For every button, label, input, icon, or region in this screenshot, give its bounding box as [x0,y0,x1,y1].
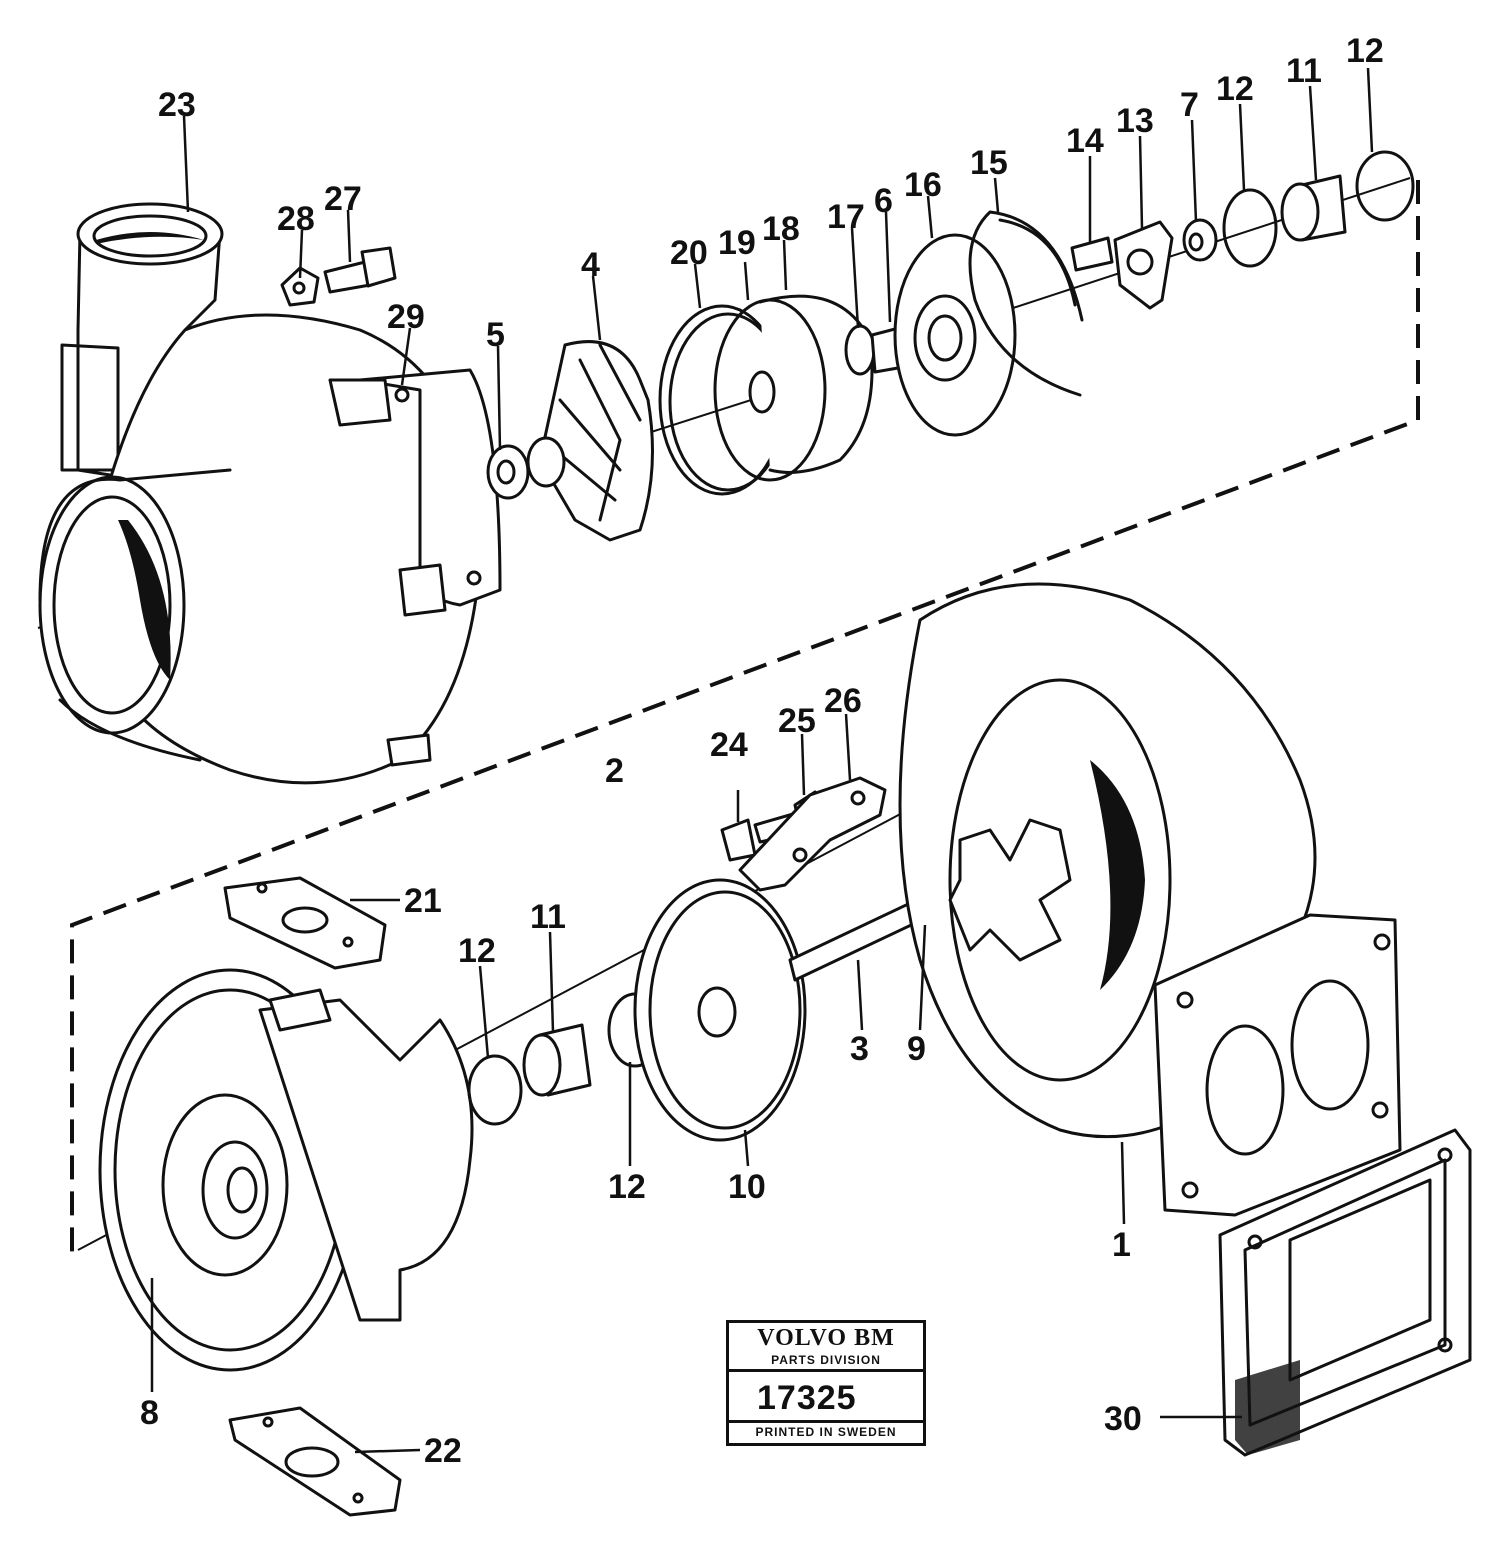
screw-14 [1070,236,1114,272]
stamp-brand: VOLVO BM [757,1325,895,1351]
label-9: 9 [907,1030,926,1068]
label-12d: 12 [608,1168,646,1206]
label-17: 17 [827,198,865,236]
gasket-22 [228,1406,402,1517]
label-25: 25 [778,702,816,740]
label-5: 5 [486,316,505,354]
label-6: 6 [874,182,893,220]
exhaust-gasket-30 [1218,1128,1472,1457]
label-13: 13 [1116,102,1154,140]
label-20: 20 [670,234,708,272]
label-12b: 12 [1346,32,1384,70]
label-27: 27 [324,180,362,218]
label-11b: 11 [530,898,566,936]
label-19: 19 [718,224,756,262]
part-number-labels: 23 28 27 29 5 4 20 19 18 17 6 16 15 14 1… [140,32,1384,1470]
nut-5 [486,444,530,500]
thrust-collar-18-19 [713,294,874,482]
retaining-ring-12b [1355,150,1415,222]
insert-plate-16 [893,233,1017,437]
clamp-plate-26 [738,776,887,892]
label-12c: 12 [458,932,496,970]
label-15: 15 [970,144,1008,182]
label-23: 23 [158,86,196,124]
washer-28 [280,266,320,307]
label-18: 18 [762,210,800,248]
parts-division-stamp: VOLVO BM PARTS DIVISION 17325 PRINTED IN… [726,1320,926,1446]
stamp-number: 17325 [757,1379,857,1417]
bolt-27 [323,246,397,294]
label-21: 21 [404,882,442,920]
stamp-division: PARTS DIVISION [729,1353,923,1372]
label-22: 22 [424,1432,462,1470]
gasket-21 [223,876,387,970]
label-30: 30 [1104,1400,1142,1438]
label-11a: 11 [1286,52,1322,90]
label-1: 1 [1112,1226,1131,1264]
heat-shield-10 [633,878,807,1142]
assembly-group-boundary [70,180,1420,1255]
retaining-ring-12a [1222,188,1278,268]
label-4: 4 [581,246,600,284]
spacer-7 [1182,218,1218,262]
bearing-11a [1280,174,1347,242]
label-28: 28 [277,200,315,238]
label-14: 14 [1066,122,1104,160]
lock-plate-13 [1113,220,1174,310]
stamp-footer: PRINTED IN SWEDEN [729,1420,923,1443]
circlip-15 [968,210,1084,397]
compressor-housing [38,202,502,785]
label-3: 3 [850,1030,869,1068]
leader-lines [150,67,1374,1454]
label-16: 16 [904,166,942,204]
label-12a: 12 [1216,70,1254,108]
turbine-housing-1 [898,582,1402,1217]
label-8: 8 [140,1394,159,1432]
label-10: 10 [728,1168,766,1206]
bearing-11b [522,1023,592,1097]
compressor-wheel [526,340,654,542]
center-housing-8 [98,968,474,1372]
label-7: 7 [1180,86,1199,124]
label-26: 26 [824,682,862,720]
label-2: 2 [605,752,624,790]
label-29: 29 [387,298,425,336]
label-24: 24 [710,726,748,764]
retaining-ring-12c [467,1054,523,1126]
